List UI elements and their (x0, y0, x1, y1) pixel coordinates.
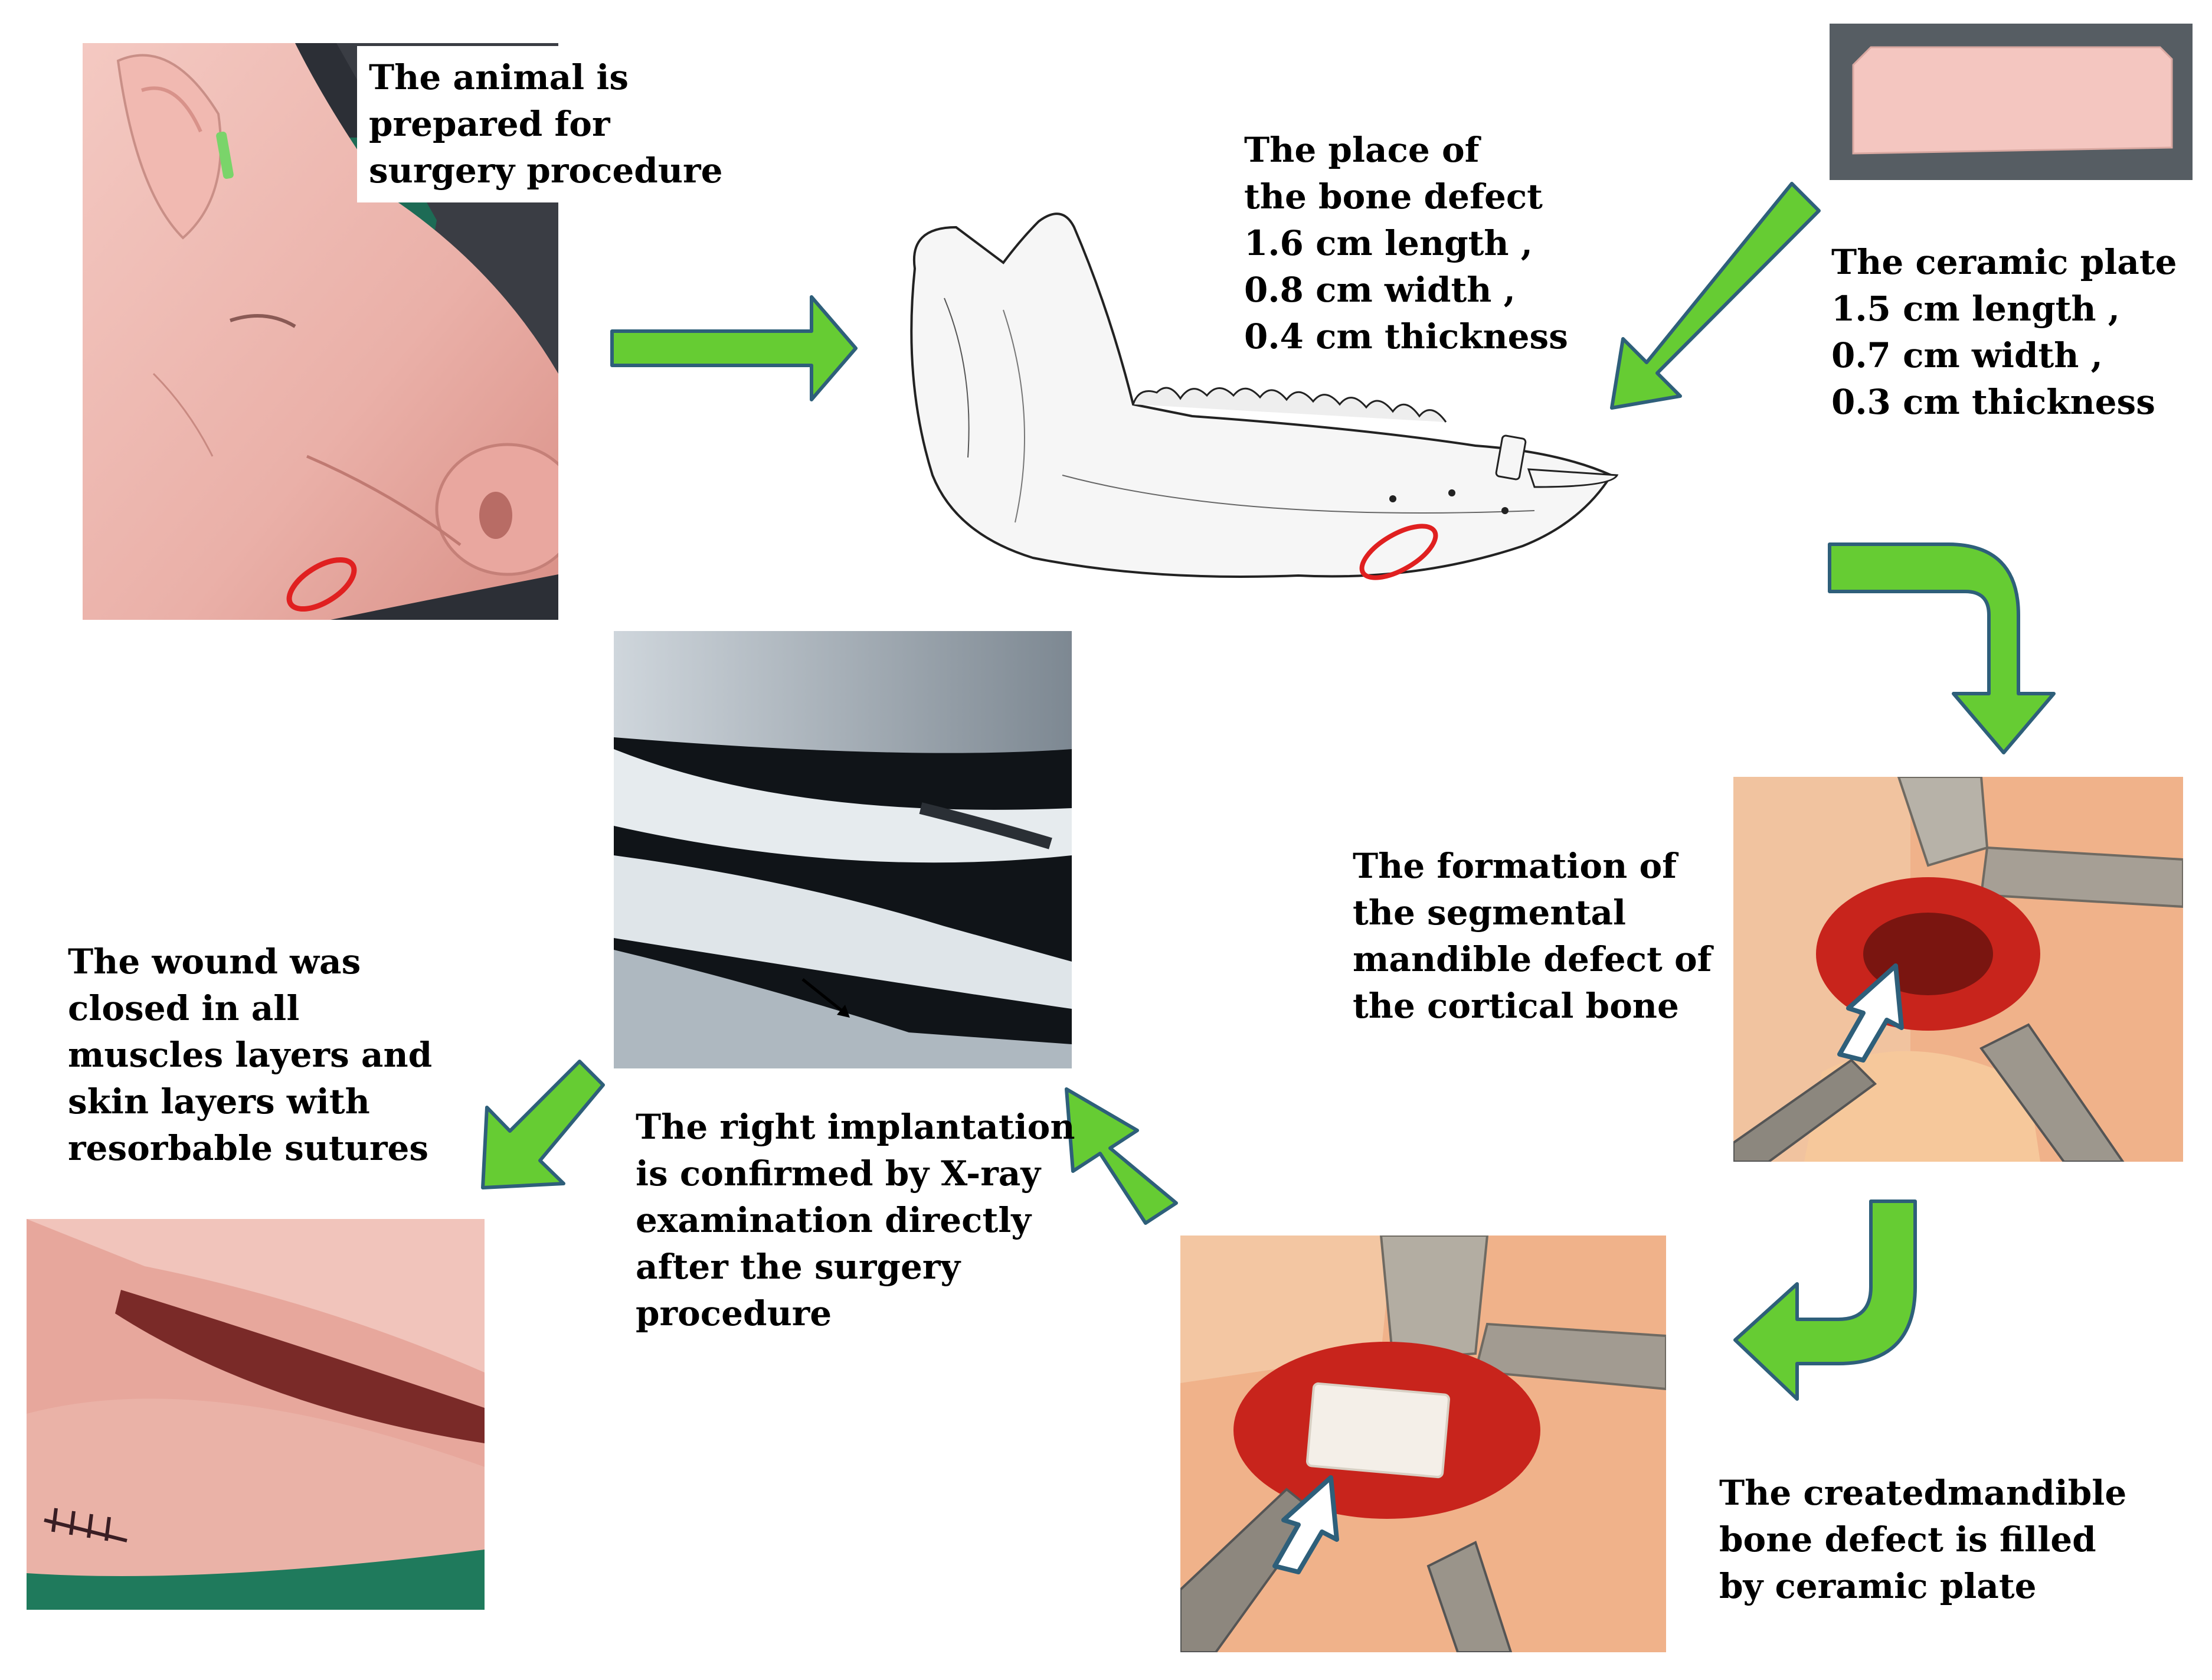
caption-line: 0.8 cm width , (1244, 269, 1516, 310)
caption-line: The animal is (369, 57, 629, 97)
caption-line: the cortical bone (1353, 985, 1679, 1026)
caption-line: after the surgery (636, 1246, 961, 1287)
caption-ceramic-plate: The ceramic plate 1.5 cm length , 0.7 cm… (1831, 239, 2177, 426)
caption-closure: The wound was closed in all muscles laye… (68, 939, 432, 1171)
caption-line: procedure (636, 1293, 832, 1333)
caption-line: The ceramic plate (1831, 242, 2177, 282)
caption-line: prepared for (369, 103, 610, 144)
filled-defect-photo (1180, 1236, 1666, 1652)
mandible-drawing (885, 192, 1620, 626)
caption-line: is confirmed by X-ray (636, 1153, 1041, 1194)
caption-xray: The right implantation is confirmed by X… (636, 1104, 1075, 1336)
arrow-up-left-icon (1065, 1087, 1178, 1225)
arrow-down-left-icon (481, 1060, 605, 1189)
caption-line: closed in all (68, 988, 300, 1028)
caption-line: examination directly (636, 1199, 1031, 1240)
caption-line: skin layers with (68, 1081, 370, 1122)
arrow-diagonal-icon (1610, 182, 1821, 410)
caption-line: by ceramic plate (1719, 1565, 2037, 1606)
caption-line: resorbable sutures (68, 1127, 429, 1168)
arrow-curved-left-icon (1733, 1199, 1917, 1401)
caption-line: muscles layers and (68, 1034, 433, 1075)
caption-line: The createdmandible (1719, 1473, 2127, 1513)
caption-line: The right implantation (636, 1107, 1075, 1147)
caption-filled: The createdmandible bone defect is fille… (1719, 1470, 2126, 1610)
caption-line: 1.5 cm length , (1831, 288, 2120, 329)
caption-line: surgery procedure (369, 150, 723, 191)
sutured-wound-photo (27, 1219, 485, 1610)
xray-image (614, 631, 1072, 1068)
caption-line: 0.7 cm width , (1831, 335, 2103, 375)
caption-line: The place of (1244, 130, 1480, 170)
caption-line: the bone defect (1244, 176, 1543, 217)
caption-line: 0.3 cm thickness (1831, 381, 2155, 422)
ceramic-plate-photo (1830, 24, 2193, 180)
caption-line: mandible defect of (1353, 939, 1712, 979)
caption-line: The formation of (1353, 846, 1677, 886)
arrow-curved-down-icon (1828, 542, 2056, 754)
defect-marker-icon (286, 557, 357, 612)
caption-line: 1.6 cm length , (1244, 223, 1533, 263)
caption-line: the segmental (1353, 892, 1627, 933)
caption-defect-formation: The formation of the segmental mandible … (1353, 843, 1712, 1029)
caption-line: The wound was (68, 942, 361, 982)
caption-prepare: The animal is prepared for surgery proce… (357, 46, 735, 202)
arrow-right-icon (610, 295, 858, 401)
caption-line: 0.4 cm thickness (1244, 316, 1568, 357)
caption-line: bone defect is filled (1719, 1519, 2096, 1560)
defect-formation-photo (1733, 777, 2183, 1162)
caption-defect-site: The place of the bone defect 1.6 cm leng… (1244, 127, 1568, 359)
